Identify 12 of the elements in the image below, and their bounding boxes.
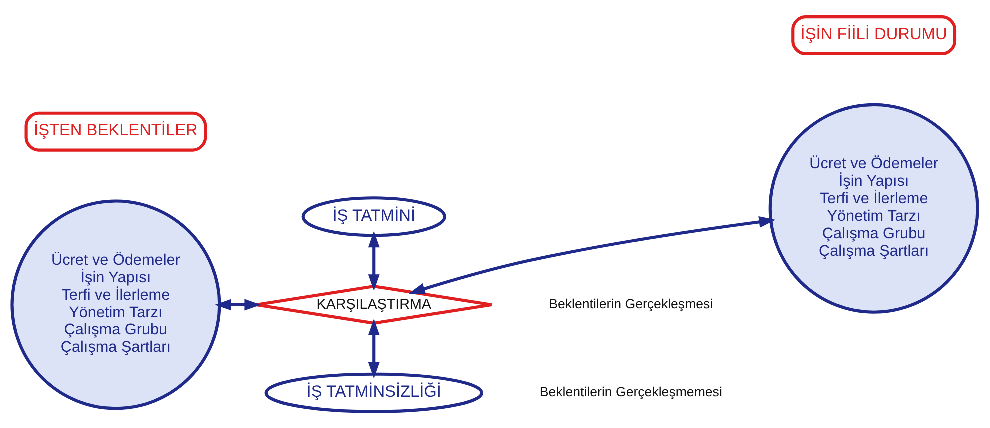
- arrow: [408, 216, 776, 294]
- label: Beklentilerin Gerçekleşmesi: [549, 296, 714, 311]
- node-box: İŞİN FİİLİ DURUMU: [792, 15, 957, 56]
- node-box: İŞTEN BEKLENTİLER: [24, 111, 208, 152]
- arrow: [368, 318, 380, 378]
- arrow: [215, 298, 262, 310]
- label: Beklentilerin Gerçekleşmemesi: [540, 384, 722, 400]
- arrow: [368, 230, 380, 291]
- node-circle: Ücret ve Ödemeler İşin Yapısı Terfi ve İlerleme Yönetim Tarzı Çalışma Grubu Çalışma Şartları: [768, 102, 980, 314]
- node-circle: Ücret ve Ödemeler İşin Yapısı Terfi ve İlerleme Yönetim Tarzı Çalışma Grubu Çalışma Şartları: [10, 199, 222, 410]
- node-ellipse: İŞ TATMİNİ: [302, 196, 446, 237]
- node-ellipse: İŞ TATMİNSİZLİĞİ: [264, 372, 484, 413]
